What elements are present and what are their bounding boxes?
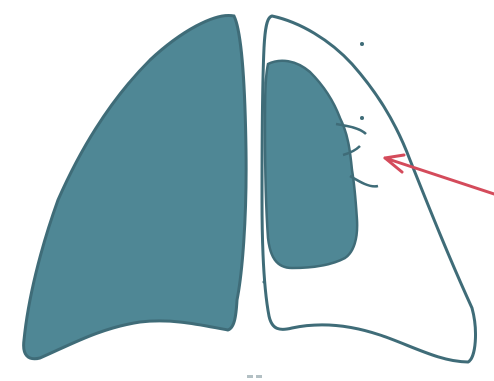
dot-3 <box>263 281 266 284</box>
dot-2 <box>360 116 364 120</box>
bottom-marker-right <box>256 375 262 378</box>
bottom-marker-left <box>247 375 253 378</box>
left-lung <box>24 15 247 358</box>
dot-1 <box>360 42 364 46</box>
